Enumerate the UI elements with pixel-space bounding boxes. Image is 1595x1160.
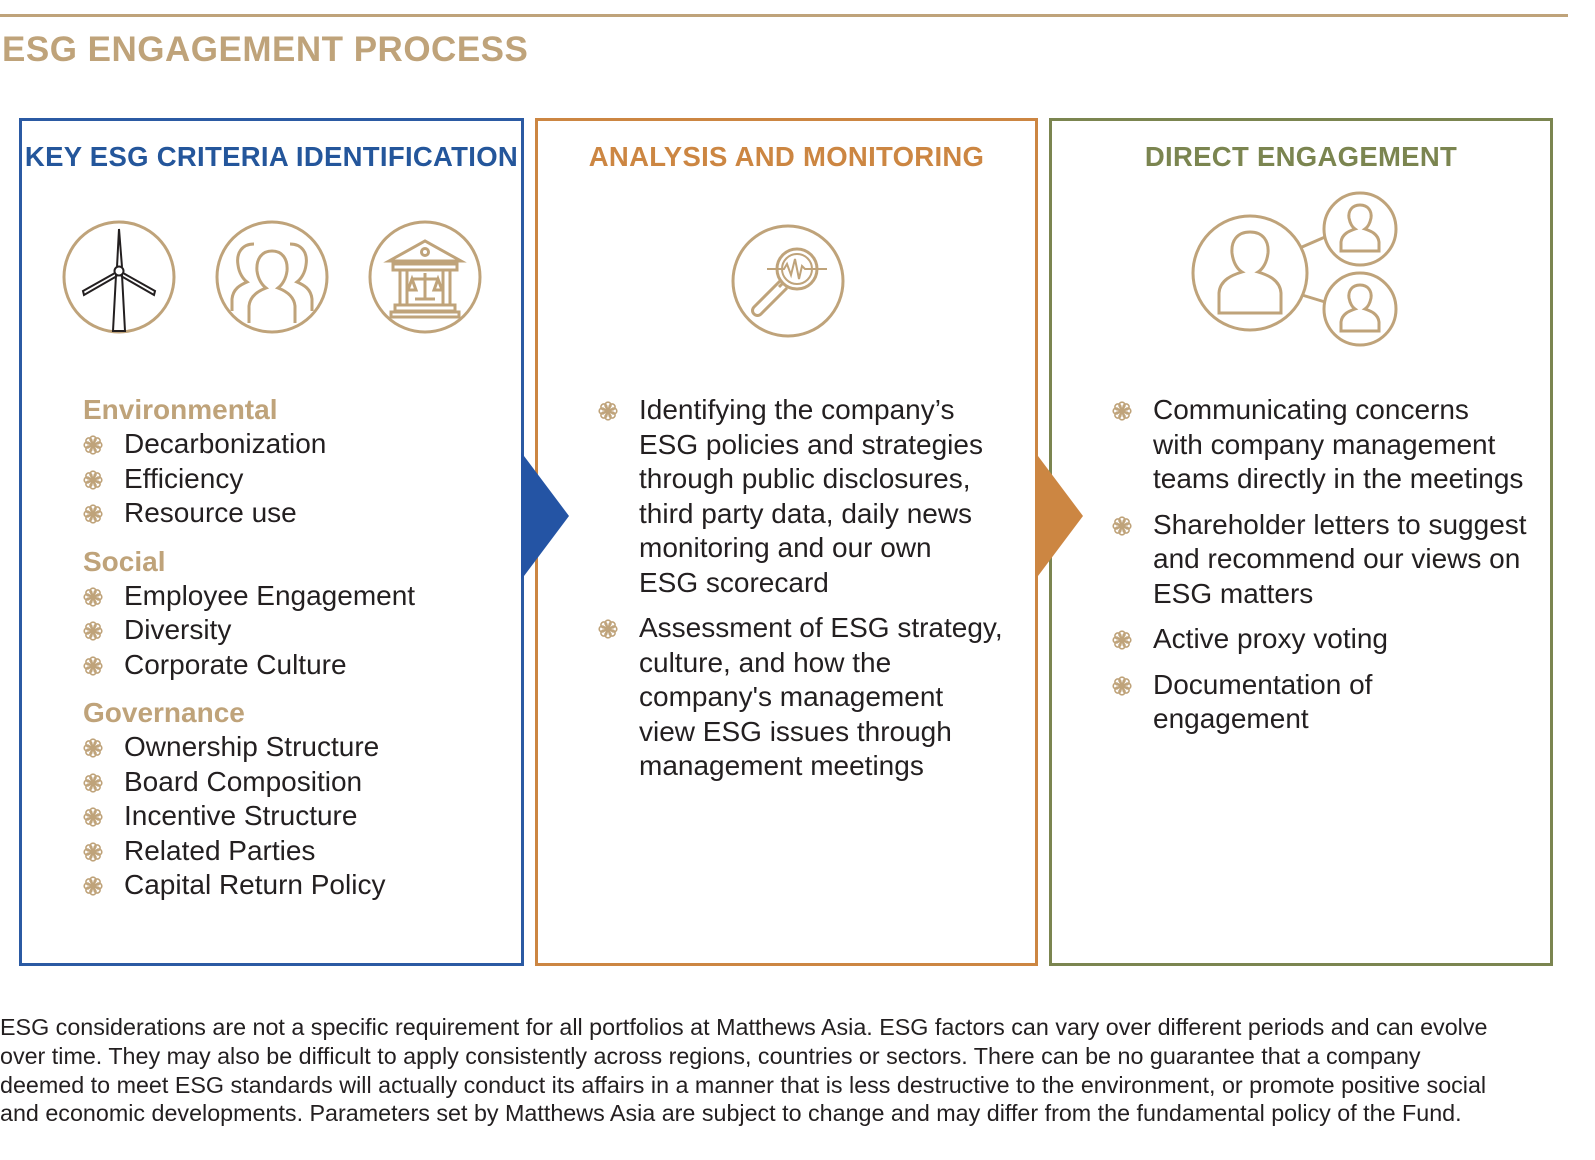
wind-turbine-icon <box>62 220 176 334</box>
flower-bullet-icon <box>83 504 103 524</box>
flower-bullet-icon <box>83 772 103 793</box>
footnote: ESG considerations are not a specific re… <box>0 1014 1488 1127</box>
courthouse-scales-icon <box>368 220 482 334</box>
list-item: Capital Return Policy <box>83 868 513 903</box>
list-item: Diversity <box>83 613 513 648</box>
panel-key-esg-criteria: KEY ESG CRITERIA IDENTIFICATION <box>19 118 524 966</box>
flower-bullet-icon <box>83 807 103 827</box>
page-title: ESG ENGAGEMENT PROCESS <box>2 30 529 69</box>
engagement-list: Communicating concerns with company mana… <box>1112 393 1552 748</box>
list-item: Decarbonization <box>83 427 513 462</box>
flower-bullet-icon <box>1112 515 1132 536</box>
flower-bullet-icon <box>1112 675 1132 696</box>
flower-bullet-icon <box>1112 630 1132 650</box>
panel-direct-engagement: DIRECT ENGAGEMENT Communicating concerns… <box>1049 118 1553 966</box>
list-item: Incentive Structure <box>83 799 513 834</box>
flower-bullet-icon <box>83 655 103 676</box>
list-item: Communicating concerns with company mana… <box>1112 393 1552 497</box>
people-icon <box>215 220 329 334</box>
magnifier-pulse-icon <box>731 224 845 338</box>
list-item: Active proxy voting <box>1112 622 1552 657</box>
list-item: Shareholder letters to suggest and recom… <box>1112 508 1552 612</box>
list-item: Identifying the company’s ESG policies a… <box>598 393 1028 600</box>
category-social: Social <box>83 545 166 577</box>
panel-analysis-monitoring: ANALYSIS AND MONITORING Identifying the … <box>535 118 1038 966</box>
list-item: Employee Engagement <box>83 579 513 614</box>
flower-bullet-icon <box>83 876 103 896</box>
flower-bullet-icon <box>598 401 618 421</box>
criteria-list: Environmental Decarbonization Efficiency… <box>83 393 513 903</box>
arrow-right-icon <box>1035 452 1083 580</box>
flower-bullet-icon <box>83 621 103 641</box>
panel-heading: KEY ESG CRITERIA IDENTIFICATION <box>24 141 519 172</box>
arrow-right-icon <box>521 452 569 580</box>
analysis-list: Identifying the company’s ESG policies a… <box>598 393 1028 795</box>
category-environmental: Environmental <box>83 394 278 425</box>
panel-heading: DIRECT ENGAGEMENT <box>1144 141 1458 172</box>
list-item: Ownership Structure <box>83 730 513 765</box>
flower-bullet-icon <box>83 841 103 862</box>
flower-bullet-icon <box>83 469 103 490</box>
list-item: Corporate Culture <box>83 648 513 683</box>
top-rule <box>0 14 1568 17</box>
flower-bullet-icon <box>83 435 103 455</box>
list-item: Assessment of ESG strategy, culture, and… <box>598 611 1028 784</box>
list-item: Efficiency <box>83 462 513 497</box>
people-network-icon <box>1191 191 1398 347</box>
list-item: Resource use <box>83 496 513 531</box>
panel-heading: ANALYSIS AND MONITORING <box>588 141 985 172</box>
category-governance: Governance <box>83 697 245 728</box>
flower-bullet-icon <box>1112 401 1132 421</box>
flower-bullet-icon <box>598 619 618 639</box>
list-item: Related Parties <box>83 834 513 869</box>
flower-bullet-icon <box>83 586 103 607</box>
list-item: Board Composition <box>83 765 513 800</box>
list-item: Documentation of engagement <box>1112 668 1552 737</box>
flower-bullet-icon <box>83 738 103 758</box>
